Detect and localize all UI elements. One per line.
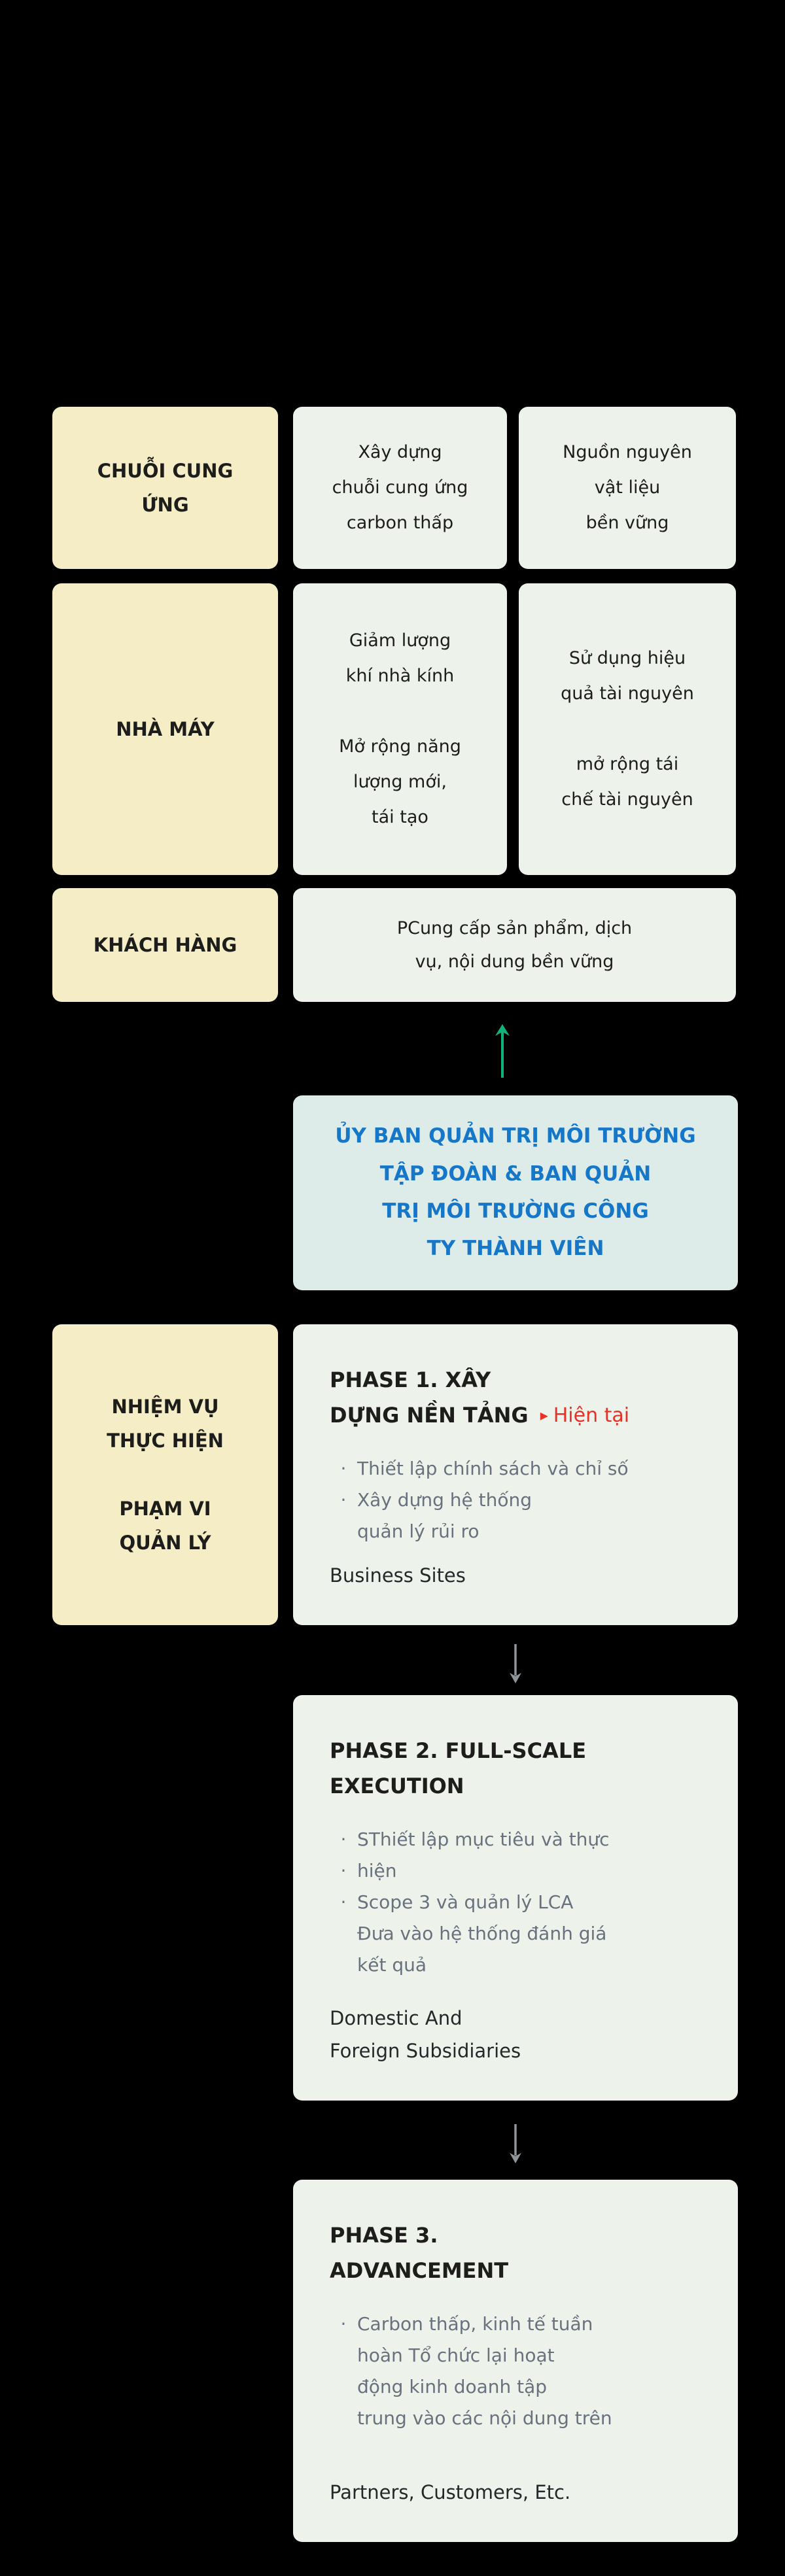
row-label-mission-scope: NHIỆM VỤ THỰC HIỆN PHẠM VI QUẢN LÝ [52, 1324, 278, 1625]
phase2-scope-footer: Domestic And Foreign Subsidiaries [330, 2006, 521, 2063]
phase1-bullet-list: · Thiết lập chính sách và chỉ số · Xây d… [330, 1453, 713, 1547]
list-item: hoàn Tổ chức lại hoạt [330, 2340, 713, 2371]
card-ghg-reduction: Giảm lượng khí nhà kính Mở rộng năng lượ… [293, 583, 507, 875]
phase3-bullet-list: · Carbon thấp, kinh tế tuần hoàn Tổ chức… [330, 2309, 713, 2435]
card-resource-efficiency-text: Sử dụng hiệu quả tài nguyên mở rộng tái … [561, 648, 694, 810]
bullet-text: Thiết lập chính sách và chỉ số [357, 1457, 629, 1479]
card-sustainable-products-text: PCung cấp sản phẩm, dịch vụ, nội dung bề… [396, 918, 633, 972]
bullet-dot-icon: · [340, 2312, 347, 2335]
card-ghg-reduction-text: Giảm lượng khí nhà kính Mở rộng năng lượ… [339, 630, 461, 827]
bullet-text: hoàn Tổ chức lại hoạt [357, 2344, 555, 2366]
row-label-customers-text: KHÁCH HÀNG [93, 933, 237, 956]
phase2-bullet-list: · SThiết lập mục tiêu và thực · hiện · S… [330, 1824, 713, 1982]
bullet-dot-icon: · [340, 1859, 347, 1881]
bullet-text: Xây dựng hệ thống [357, 1488, 532, 1511]
card-resource-efficiency: Sử dụng hiệu quả tài nguyên mở rộng tái … [519, 583, 736, 875]
phase1-scope-footer: Business Sites [330, 1564, 466, 1587]
bullet-dot-icon: · [340, 1488, 347, 1511]
committee-box: ỦY BAN QUẢN TRỊ MÔI TRƯỜNG TẬP ĐOÀN & BA… [293, 1095, 738, 1290]
row-label-supply-chain-text: CHUỖI CUNG ỨNG [97, 459, 234, 516]
bullet-dot-icon: · [340, 1891, 347, 1914]
card-sustainable-products: PCung cấp sản phẩm, dịch vụ, nội dung bề… [293, 888, 736, 1002]
list-item: · Thiết lập chính sách và chỉ số [330, 1453, 713, 1485]
phase2-card: PHASE 2. FULL-SCALE EXECUTION · SThiết l… [293, 1695, 738, 2101]
bullet-text: Carbon thấp, kinh tế tuần [357, 2312, 593, 2335]
list-item: động kinh doanh tập [330, 2371, 713, 2403]
list-item: · hiện [330, 1855, 713, 1887]
list-item: Đưa vào hệ thống đánh giá [330, 1918, 713, 1949]
down-arrow-icon [510, 1644, 521, 1683]
bullet-text: kết quả [357, 1954, 427, 1976]
bullet-text: quản lý rủi ro [357, 1520, 480, 1543]
row-label-customers: KHÁCH HÀNG [52, 888, 278, 1002]
phase3-title-line2: ADVANCEMENT [330, 2258, 509, 2284]
down-arrow-icon [510, 2124, 521, 2163]
up-arrow-icon [495, 1024, 510, 1078]
list-item: · Carbon thấp, kinh tế tuần [330, 2309, 713, 2340]
phase1-title: PHASE 1. XÂY DỰNG NỀN TẢNG ▸ Hiện tại [330, 1362, 713, 1434]
row-label-supply-chain: CHUỖI CUNG ỨNG [52, 407, 278, 569]
row-label-factory: NHÀ MÁY [52, 583, 278, 875]
phase3-title-line1: PHASE 3. [330, 2223, 438, 2248]
phase2-title-line1: PHASE 2. FULL-SCALE [330, 1738, 587, 1763]
phase2-title: PHASE 2. FULL-SCALE EXECUTION [330, 1733, 713, 1804]
card-sustainable-materials: Nguồn nguyên vật liệu bền vững [519, 407, 736, 569]
bullet-dot-icon: · [340, 1828, 347, 1850]
phase1-card: PHASE 1. XÂY DỰNG NỀN TẢNG ▸ Hiện tại · … [293, 1324, 738, 1625]
bullet-text: động kinh doanh tập [357, 2376, 548, 2398]
bullet-text: SThiết lập mục tiêu và thực [357, 1828, 610, 1850]
card-low-carbon-supply-chain-text: Xây dựng chuỗi cung ứng carbon thấp [332, 442, 468, 533]
phase1-title-line1: PHASE 1. XÂY [330, 1367, 491, 1392]
list-item: kết quả [330, 1949, 713, 1981]
list-item: · Xây dựng hệ thống [330, 1485, 713, 1516]
row-label-factory-text: NHÀ MÁY [116, 717, 215, 740]
phase3-scope-footer: Partners, Customers, Etc. [330, 2481, 571, 2504]
bullet-text: trung vào các nội dung trên [357, 2407, 612, 2430]
bullet-text: Scope 3 và quản lý LCA [357, 1891, 574, 1914]
bullet-text: hiện [357, 1859, 397, 1881]
current-tag-label: Hiện tại [553, 1404, 630, 1428]
phase2-title-line2: EXECUTION [330, 1774, 464, 1799]
list-item: · SThiết lập mục tiêu và thực [330, 1824, 713, 1855]
committee-box-text: ỦY BAN QUẢN TRỊ MÔI TRƯỜNG TẬP ĐOÀN & BA… [335, 1124, 696, 1261]
list-item: · Scope 3 và quản lý LCA [330, 1887, 713, 1918]
bullet-text: Đưa vào hệ thống đánh giá [357, 1923, 607, 1945]
current-tag-marker-icon: ▸ [540, 1406, 548, 1425]
phase3-title: PHASE 3. ADVANCEMENT [330, 2218, 713, 2289]
phase1-title-line2: DỰNG NỀN TẢNG [330, 1403, 529, 1428]
card-sustainable-materials-text: Nguồn nguyên vật liệu bền vững [563, 442, 692, 533]
card-low-carbon-supply-chain: Xây dựng chuỗi cung ứng carbon thấp [293, 407, 507, 569]
list-item: quản lý rủi ro [330, 1516, 713, 1547]
phase3-card: PHASE 3. ADVANCEMENT · Carbon thấp, kinh… [293, 2180, 738, 2542]
list-item: trung vào các nội dung trên [330, 2403, 713, 2434]
row-label-mission-scope-text: NHIỆM VỤ THỰC HIỆN PHẠM VI QUẢN LÝ [107, 1395, 224, 1554]
bullet-dot-icon: · [340, 1457, 347, 1479]
